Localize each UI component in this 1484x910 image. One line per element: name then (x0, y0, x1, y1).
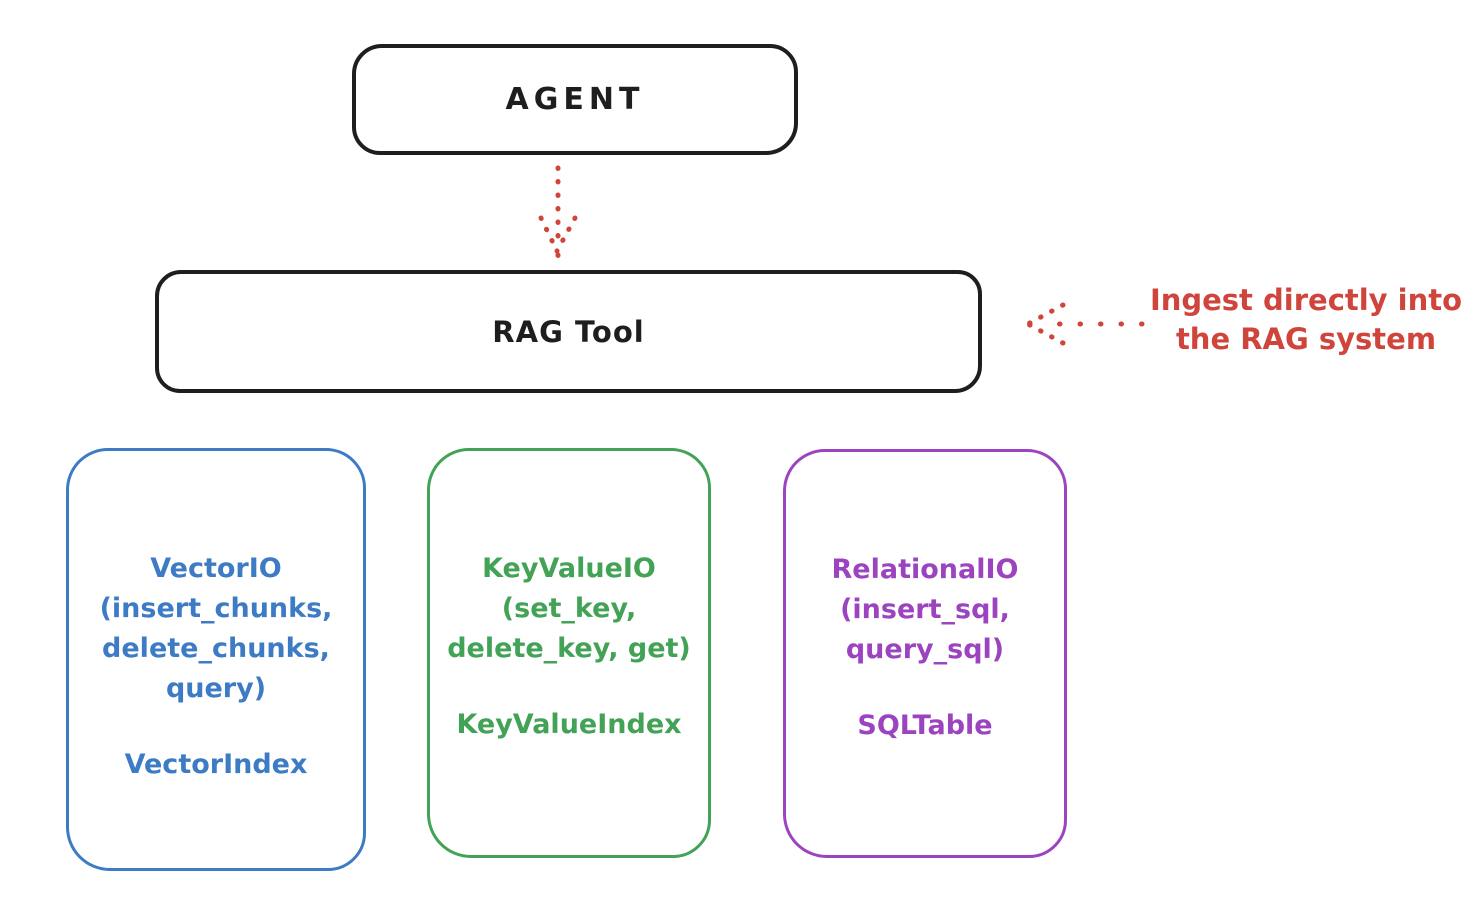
ingest-annotation: Ingest directly into the RAG system (1145, 281, 1467, 359)
rag-tool-label: RAG Tool (492, 314, 645, 349)
backend-line: VectorIO (150, 553, 282, 584)
backend-footer: VectorIndex (124, 749, 308, 780)
vector-io-text: VectorIO (insert_chunks, delete_chunks, … (69, 549, 363, 785)
backend-footer: KeyValueIndex (456, 709, 682, 740)
backend-line: query_sql) (845, 634, 1005, 665)
spacer (69, 709, 363, 745)
agent-label: AGENT (505, 82, 645, 117)
vector-io-node: VectorIO (insert_chunks, delete_chunks, … (66, 448, 366, 871)
relational-io-text: RelationalIO (insert_sql, query_sql) SQL… (786, 550, 1064, 746)
ingest-arrow-icon (1025, 302, 1145, 346)
backend-line: query) (165, 673, 267, 704)
ingest-annotation-line2: the RAG system (1175, 322, 1437, 356)
spacer (430, 669, 708, 705)
agent-node: AGENT (352, 44, 798, 155)
keyvalue-io-node: KeyValueIO (set_key, delete_key, get) Ke… (427, 448, 711, 858)
backend-line: delete_key, get) (447, 633, 691, 664)
backend-footer: SQLTable (857, 710, 993, 741)
agent-to-rag-arrow-icon (538, 165, 578, 258)
backend-line: KeyValueIO (482, 553, 656, 584)
relational-io-node: RelationalIO (insert_sql, query_sql) SQL… (783, 449, 1067, 858)
keyvalue-io-text: KeyValueIO (set_key, delete_key, get) Ke… (430, 549, 708, 745)
spacer (786, 670, 1064, 706)
backend-line: RelationalIO (831, 554, 1019, 585)
backend-line: (set_key, (501, 593, 637, 624)
rag-tool-node: RAG Tool (155, 270, 982, 393)
backend-line: (insert_sql, (840, 594, 1010, 625)
backend-line: delete_chunks, (102, 633, 330, 664)
backend-line: (insert_chunks, (99, 593, 333, 624)
ingest-annotation-line1: Ingest directly into (1149, 283, 1463, 317)
